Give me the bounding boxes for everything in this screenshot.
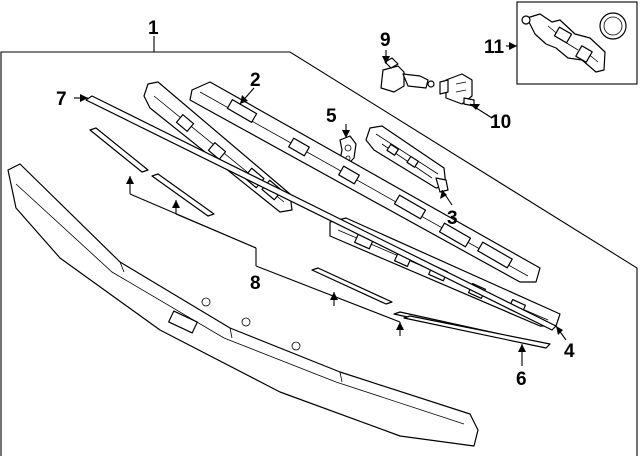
inset-box-11 bbox=[516, 1, 638, 85]
part-3-bracket bbox=[365, 125, 449, 193]
callout-4: 4 bbox=[564, 341, 575, 362]
part-9-sensor bbox=[380, 57, 435, 93]
part-11-harness-sensor bbox=[521, 13, 606, 73]
part-2-upper-bracket bbox=[189, 81, 541, 283]
callout-11: 11 bbox=[484, 37, 505, 58]
part-10-sensor bbox=[439, 73, 475, 107]
part-6-lower-trim bbox=[403, 315, 551, 349]
callout-2: 2 bbox=[250, 70, 261, 91]
assembly-boundary bbox=[0, 51, 638, 456]
callout-6: 6 bbox=[516, 369, 527, 390]
callout-3: 3 bbox=[447, 208, 458, 229]
arrow-heads bbox=[80, 42, 563, 352]
callout-1: 1 bbox=[148, 18, 159, 39]
callout-9: 9 bbox=[380, 30, 391, 51]
part-8-trim-strip-left bbox=[89, 127, 215, 217]
bumper-cover bbox=[7, 163, 479, 447]
part-8-trim-strip-right bbox=[311, 267, 519, 341]
callout-7: 7 bbox=[56, 89, 67, 110]
part-11-seal-ring bbox=[599, 12, 627, 40]
callout-5: 5 bbox=[326, 106, 337, 127]
callout-10: 10 bbox=[490, 112, 511, 133]
leader-lines bbox=[74, 36, 567, 366]
callout-8: 8 bbox=[250, 273, 261, 294]
